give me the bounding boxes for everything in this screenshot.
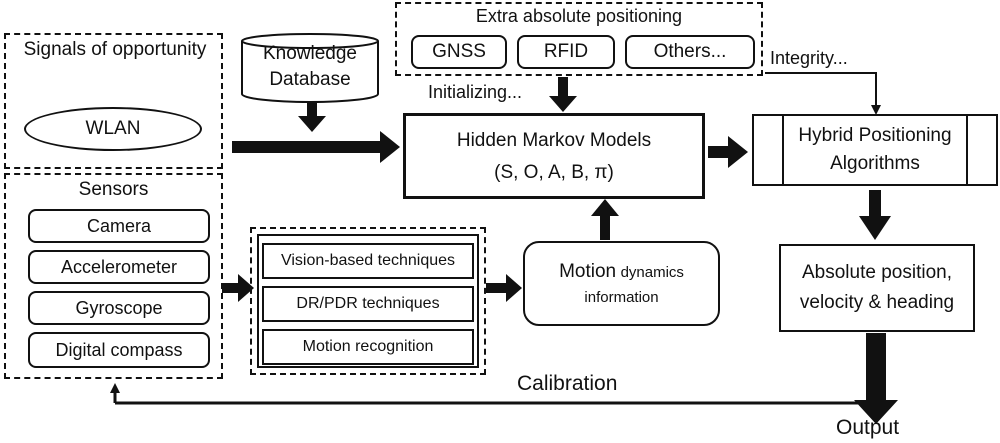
motion-line1: Motion dynamics (525, 261, 718, 283)
db-down-arrow (298, 103, 326, 132)
output-arrow (854, 333, 898, 424)
signals-of-opportunity-group: Signals of opportunity WLAN (4, 33, 223, 169)
knowledge-database-cylinder: Knowledge Database (240, 32, 380, 104)
motion-line2: information (584, 289, 659, 306)
techniques-inner (257, 234, 479, 368)
sensors-title: Sensors (78, 179, 149, 200)
sensors-group: Sensors Camera Accelerometer Gyroscope D… (4, 173, 223, 379)
db-line2: Database (269, 69, 351, 90)
rfid-box: RFID (517, 35, 615, 69)
camera-box: Camera (28, 209, 210, 243)
accelerometer-box: Accelerometer (28, 250, 210, 284)
extra-title: Extra absolute positioning (475, 6, 683, 26)
wlan-ellipse: WLAN (24, 107, 202, 151)
hybrid-line1: Hybrid Positioning (798, 125, 952, 146)
signals-to-hmm-arrow (232, 131, 400, 163)
hybrid-algorithms-box: Hybrid Positioning Algorithms (752, 114, 998, 186)
hmm-to-hybrid-arrow (708, 136, 748, 168)
calibration-label: Calibration (517, 372, 618, 395)
gnss-box: GNSS (411, 35, 507, 69)
integrity-arrow (765, 72, 881, 115)
dr-pdr-techniques-box: DR/PDR techniques (262, 286, 474, 322)
motion-word: Motion (559, 261, 617, 282)
extra-to-hmm-arrow (549, 77, 577, 112)
hmm-box: Hidden Markov Models (S, O, A, B, π) (403, 113, 705, 199)
techniques-group: Vision-based techniques DR/PDR technique… (250, 227, 486, 375)
extra-positioning-group: Extra absolute positioning GNSS RFID Oth… (395, 2, 763, 76)
db-line1: Knowledge (262, 43, 358, 64)
signals-title: Signals of opportunity (23, 39, 207, 60)
output-label: Output (836, 416, 900, 439)
sensors-to-techniques-arrow (222, 274, 254, 302)
digital-compass-box: Digital compass (28, 332, 210, 368)
integrity-label: Integrity... (770, 48, 848, 68)
others-box: Others... (625, 35, 755, 69)
position-line1: Absolute position, (802, 262, 952, 283)
gyroscope-box: Gyroscope (28, 291, 210, 325)
initializing-label: Initializing... (428, 82, 523, 102)
position-line2: velocity & heading (799, 292, 955, 313)
absolute-position-box: Absolute position, velocity & heading (779, 244, 975, 332)
hybrid-right-bar (966, 114, 968, 186)
techniques-to-motion-arrow (486, 274, 522, 302)
motion-dynamics-box: Motion dynamics information (523, 241, 720, 326)
hybrid-left-bar (782, 114, 784, 186)
hmm-title: Hidden Markov Models (456, 130, 652, 151)
vision-techniques-box: Vision-based techniques (262, 243, 474, 279)
calibration-arrow (110, 383, 866, 405)
motion-recognition-box: Motion recognition (262, 329, 474, 365)
dynamics-word: dynamics (620, 264, 684, 281)
hybrid-to-position-arrow (859, 190, 891, 240)
hmm-params: (S, O, A, B, π) (494, 162, 614, 183)
motion-to-hmm-arrow (591, 199, 619, 240)
cylinder-shape (241, 33, 379, 103)
hybrid-line2: Algorithms (830, 153, 920, 174)
